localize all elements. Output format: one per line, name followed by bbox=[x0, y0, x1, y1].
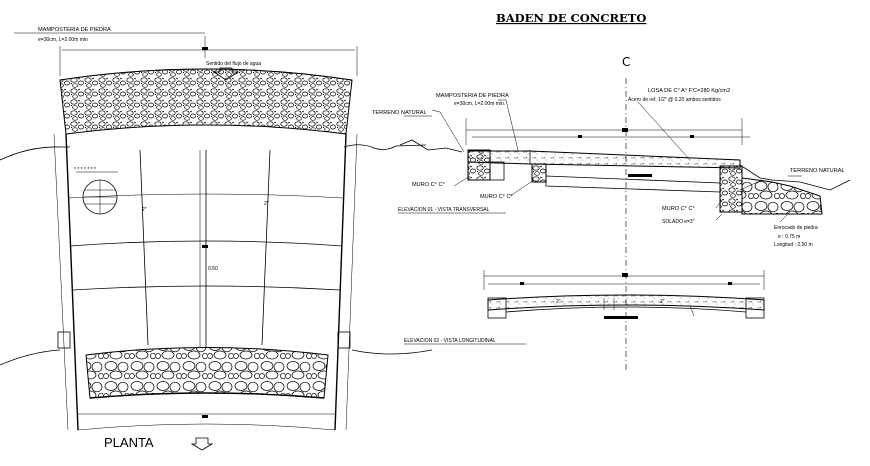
enrocado-length: Longitud : 2.50 m bbox=[774, 242, 813, 248]
centerline: C bbox=[622, 55, 630, 370]
left-wall bbox=[467, 149, 491, 181]
svg-text:* * * * * * *: * * * * * * * bbox=[74, 167, 96, 173]
plan-flow-label: Sentido del flujo de agua bbox=[206, 61, 261, 67]
plan-top-masonry bbox=[59, 68, 353, 135]
elevation-02: 2" 2" ELEVACION 02 - VISTA LONGITUDINAL bbox=[404, 270, 765, 345]
plan-title: PLANTA bbox=[104, 435, 154, 450]
enrocado-label: Enrocado de piedra bbox=[774, 225, 818, 231]
plan-bottom-masonry bbox=[85, 347, 329, 399]
right-wall bbox=[719, 165, 743, 213]
elevation-01-title: ELEVACION 01 - VISTA TRANSVERSAL bbox=[398, 207, 490, 213]
muro-left-label: MURO C° C° bbox=[412, 182, 445, 188]
muro-center-label: MURO C° C° bbox=[480, 194, 513, 200]
slab bbox=[467, 150, 741, 169]
muro-right-label: MURO C° C° bbox=[662, 206, 695, 212]
elevation-02-title: ELEVACION 02 - VISTA LONGITUDINAL bbox=[404, 338, 496, 344]
svg-text:2": 2" bbox=[264, 201, 269, 207]
mamposteria-spec: e=30cm, L=2.00m min. bbox=[454, 101, 505, 107]
drawing-title: BADEN DE CONCRETO bbox=[496, 11, 646, 25]
plan-view: * * * * * * * 0.50 2" 2" MAMPOSTERIA DE … bbox=[0, 27, 433, 451]
solado-label: SOLADO e=3" bbox=[662, 219, 695, 225]
terreno-natural-left: TERRENO NATURAL bbox=[372, 110, 427, 116]
losa-reinforcement: Acero de ref. 1/2" @ 0.20 ambos sentidos bbox=[628, 97, 721, 103]
long-slab bbox=[487, 294, 765, 311]
planta-arrow-icon bbox=[190, 437, 214, 451]
plan-mamposteria-label: MAMPOSTERIA DE PIEDRA bbox=[38, 27, 111, 33]
center-wall bbox=[531, 163, 547, 183]
svg-text:0.50: 0.50 bbox=[208, 266, 218, 272]
svg-text:2": 2" bbox=[660, 299, 665, 305]
mamposteria-label: MAMPOSTERIA DE PIEDRA bbox=[436, 93, 509, 99]
enrocado bbox=[741, 177, 823, 215]
svg-text:2": 2" bbox=[142, 207, 147, 213]
plan-mamposteria-spec: e=30cm, L=2.00m min bbox=[38, 37, 88, 43]
elevation-01: TERRENO NATURAL MAMPOSTERIA DE PIEDRA e=… bbox=[372, 88, 851, 248]
terreno-natural-right: TERRENO NATURAL bbox=[790, 168, 845, 174]
losa-label: LOSA DE C° A° F'C=280 Kg/cm2 bbox=[648, 88, 730, 94]
flow-arrow-icon bbox=[212, 67, 240, 81]
enrocado-thickness: e : 0.75 m bbox=[778, 234, 800, 240]
centerline-symbol: C bbox=[622, 55, 630, 69]
svg-text:2": 2" bbox=[556, 299, 561, 305]
